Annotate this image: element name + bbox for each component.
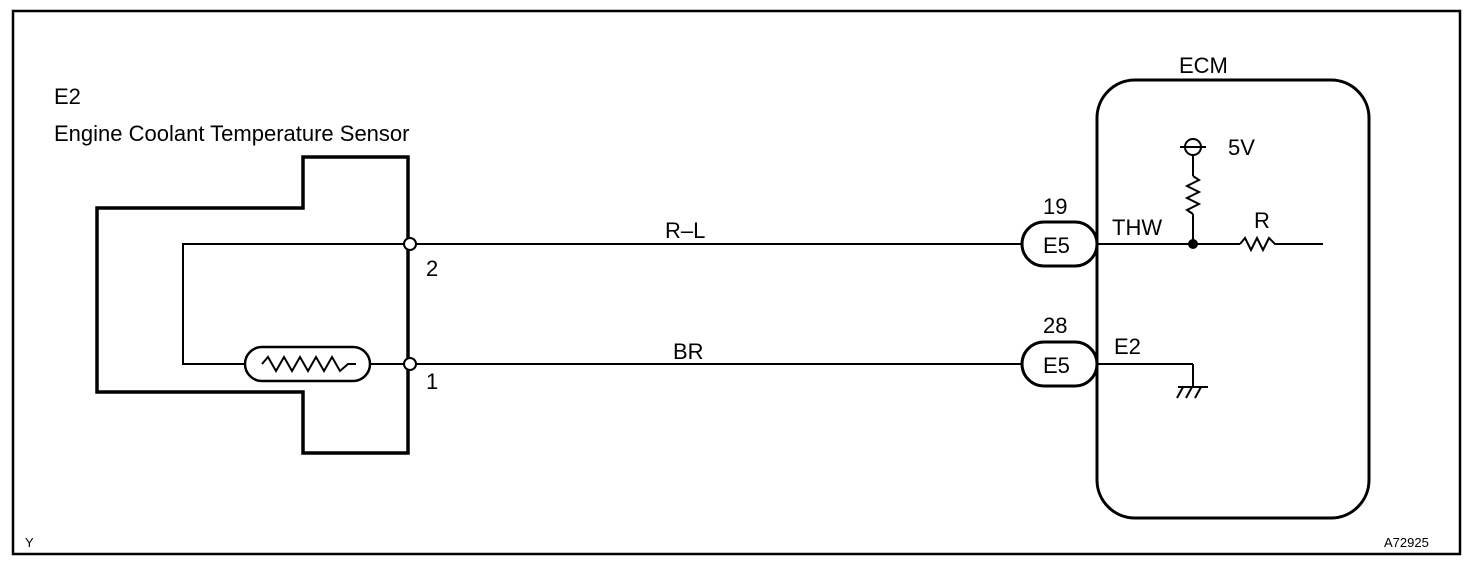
sensor-housing <box>95 155 410 455</box>
sensor-pin-2-label: 2 <box>426 256 438 281</box>
sensor-name: Engine Coolant Temperature Sensor <box>54 121 409 146</box>
sensor-pin-1-label: 1 <box>426 369 438 394</box>
resistor-r-label: R <box>1254 208 1270 233</box>
diagram-frame <box>11 9 1462 556</box>
ground-symbol <box>1176 386 1208 399</box>
wire-br-label: BR <box>673 339 704 364</box>
connector-e5-19-name: E5 <box>1043 233 1070 258</box>
resistor-r-symbol <box>1239 235 1278 253</box>
thw-label: THW <box>1112 215 1162 240</box>
connector-e5-28-pin: 28 <box>1043 313 1067 338</box>
pullup-resistor-symbol <box>1184 175 1202 215</box>
wire-r-l-label: R–L <box>665 218 705 243</box>
sensor-terminal-1 <box>403 357 417 371</box>
ecm-title: ECM <box>1179 53 1228 78</box>
supply-5v-label: 5V <box>1228 135 1255 160</box>
connector-e5-19-pin: 19 <box>1043 194 1067 219</box>
figure-code: A72925 <box>1384 535 1429 550</box>
thermistor-symbol <box>243 345 372 383</box>
sensor-internal-loop <box>182 243 408 365</box>
e2-label: E2 <box>1114 334 1141 359</box>
supply-5v-terminal <box>1180 138 1206 156</box>
corner-mark-left: Y <box>25 535 34 550</box>
ecm-box <box>1095 78 1371 520</box>
connector-e5-28-name: E5 <box>1043 353 1070 378</box>
sensor-terminal-2 <box>403 237 417 251</box>
sensor-code: E2 <box>54 84 81 109</box>
